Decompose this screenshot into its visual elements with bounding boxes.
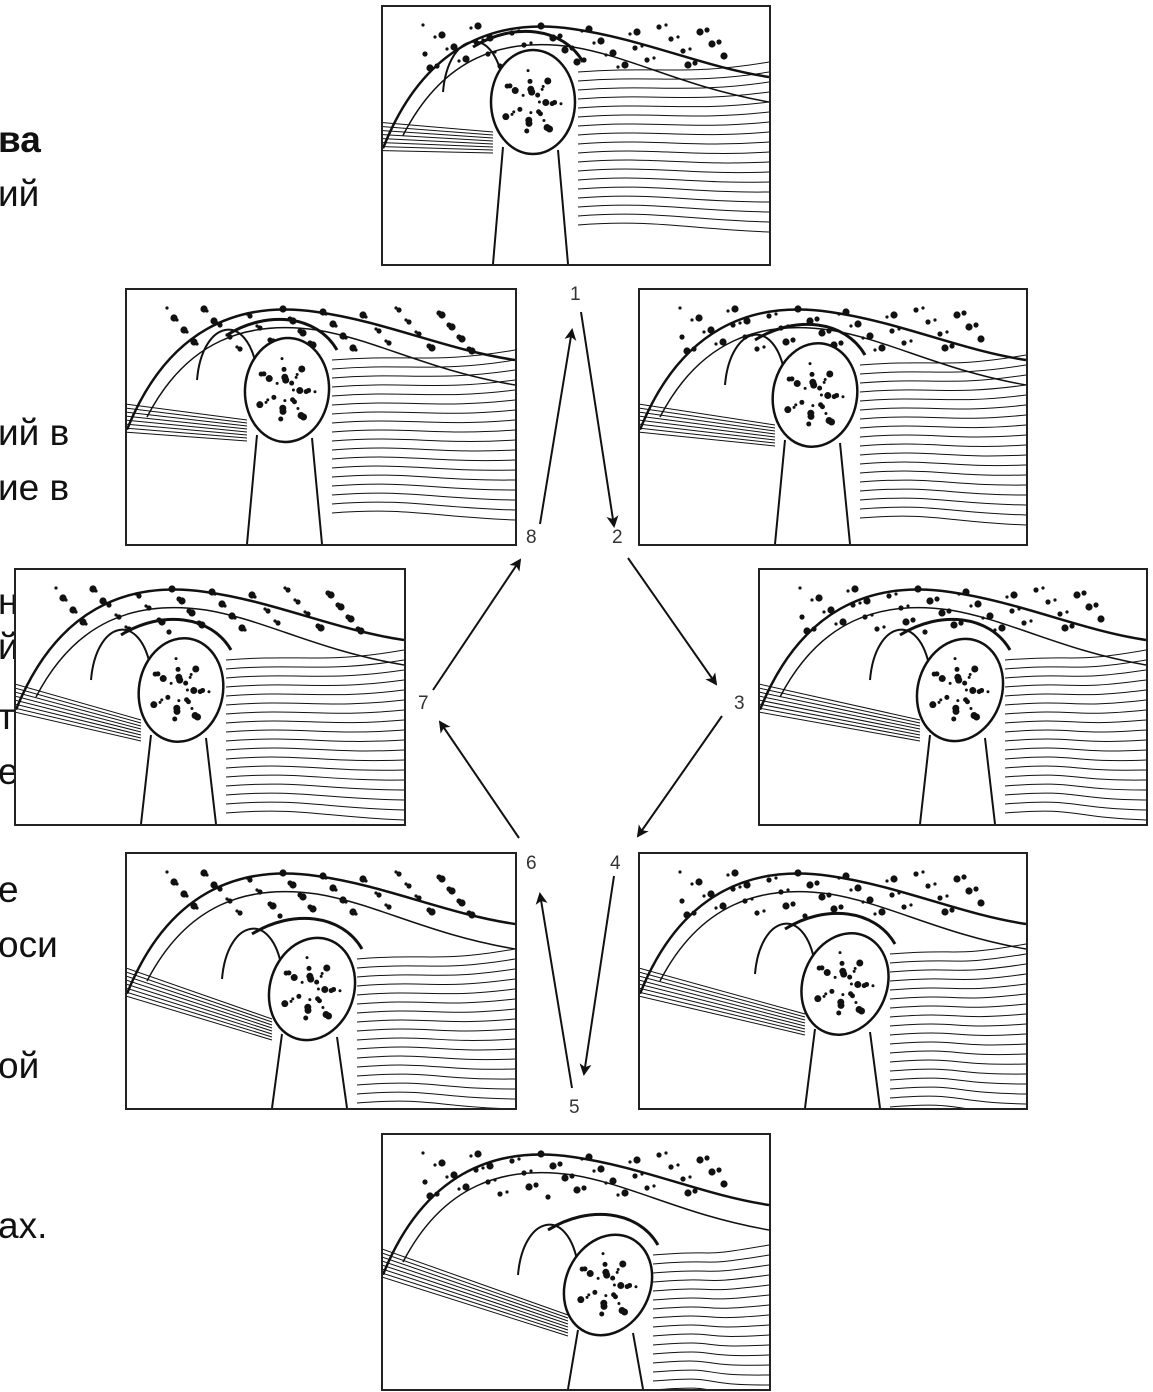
cycle-label-5: 5 [569, 1097, 580, 1119]
arrow-5-to-6 [540, 894, 572, 1088]
cycle-label-3: 3 [734, 693, 745, 715]
cycle-label-4: 4 [610, 853, 621, 875]
arrow-8-to-1 [540, 330, 572, 524]
arrow-2-to-3 [628, 558, 716, 684]
arrow-7-to-8 [433, 560, 520, 690]
arrow-1-to-2 [581, 312, 614, 526]
arrow-3-to-4 [638, 716, 722, 836]
arrow-6-to-7 [440, 722, 519, 838]
cycle-label-2: 2 [612, 527, 623, 549]
cycle-label-8: 8 [526, 527, 537, 549]
cycle-label-7: 7 [418, 693, 429, 715]
cycle-label-1: 1 [570, 284, 581, 306]
arrow-4-to-5 [584, 876, 614, 1074]
cycle-label-6: 6 [526, 853, 537, 875]
